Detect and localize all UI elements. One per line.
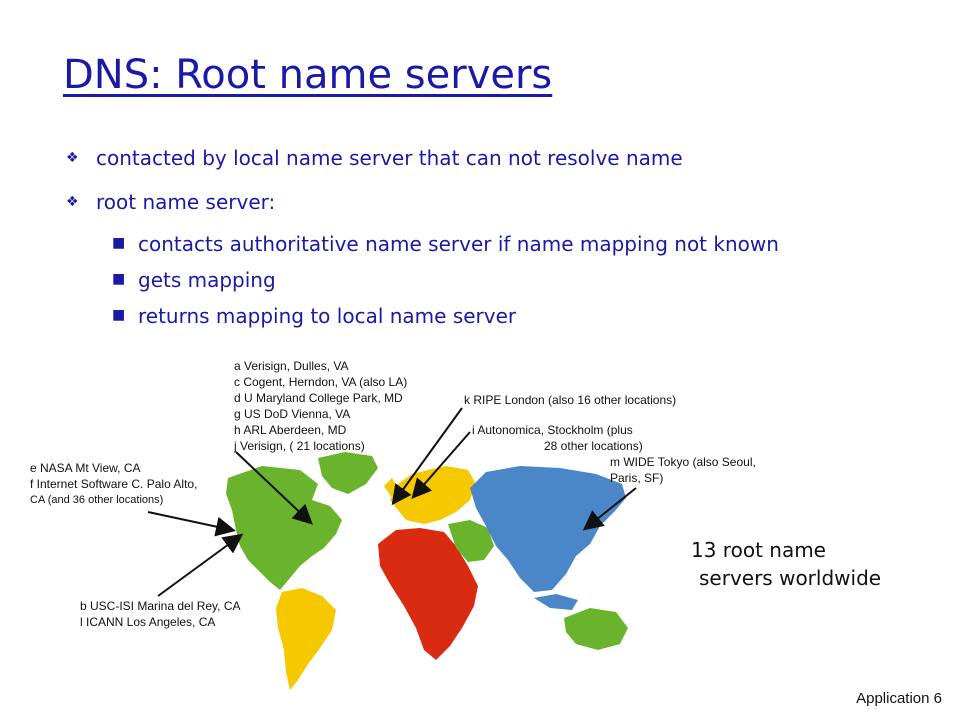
root-server-count: 13 root name servers worldwide [691,538,882,590]
australia-region [564,608,628,650]
label-tokyo: m WIDE Tokyo (also Seoul, Paris, SF) [610,455,756,485]
label-london: k RIPE London (also 16 other locations) [464,393,677,407]
label-la: b USC-ISI Marina del Rey, CA l ICANN Los… [80,599,241,629]
arrow-stockholm [411,431,471,500]
diamond-bullet-icon: ❖ [66,150,79,166]
arrow-east-us [235,451,313,525]
page-number: 6 [933,690,942,707]
north-america-region [226,466,342,590]
diamond-bullet-icon: ❖ [66,194,79,210]
square-bullet-icon: ■ [112,307,126,323]
south-america-region [276,588,336,690]
slide-footer: Application 6 [856,690,942,707]
middle-east-region [448,520,494,562]
sub-bullet-text: returns mapping to local name server [138,304,517,328]
africa-region [378,528,478,660]
label-stockholm: i Autonomica, Stockholm (plus 28 other l… [472,423,643,453]
footer-section: Application [856,690,930,707]
indonesia-region [534,594,578,610]
square-bullet-icon: ■ [112,271,126,287]
arrow-la [157,533,244,597]
sub-bullet-text: contacts authoritative name server if na… [138,232,779,256]
sub-bullet-text: gets mapping [138,268,276,292]
arrow-west-us [147,511,236,537]
bullet-text: contacted by local name server that can … [96,146,683,170]
asia-region [470,466,626,592]
arrow-tokyo [582,487,637,531]
arrow-london [391,407,463,506]
label-east-us: a Verisign, Dulles, VA c Cogent, Herndon… [234,359,408,453]
slide-title: DNS: Root name servers [63,52,553,98]
greenland-region [318,452,378,494]
square-bullet-icon: ■ [112,235,126,251]
bullet-text: root name server: [96,190,276,214]
label-west-us: e NASA Mt View, CA f Internet Software C… [30,461,198,506]
